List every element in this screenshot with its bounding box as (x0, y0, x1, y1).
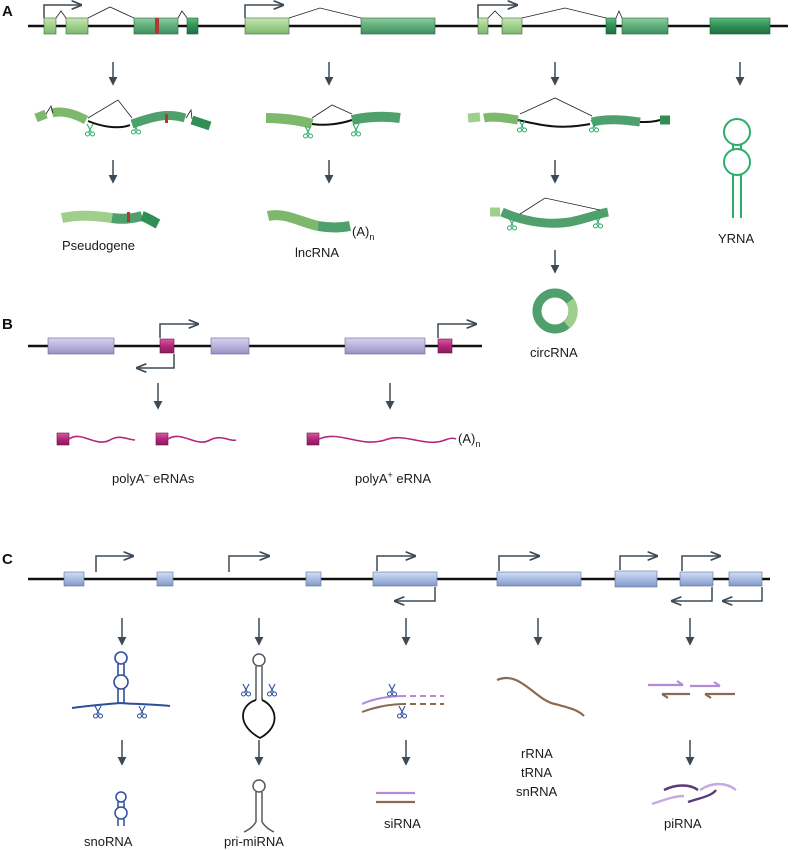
label-polyA-plus-erna: polyA+ eRNA (355, 470, 431, 486)
snorna-structure (114, 791, 128, 826)
label-circrna: circRNA (530, 345, 578, 360)
premrna-circrna (467, 97, 670, 133)
snorna-precursor (71, 651, 171, 719)
pirna-products (651, 782, 737, 806)
label-pri-mirna: pri-miRNA (224, 834, 284, 849)
mature-lncrna (266, 210, 351, 233)
sirna-duplex (376, 791, 415, 804)
premrna-pseudogene (34, 99, 212, 137)
lncrna-polya-tail: (A)n (352, 224, 374, 242)
label-snrna: snRNA (516, 784, 558, 799)
gene-yrna (709, 17, 771, 35)
pri-mirna-structure (243, 779, 275, 833)
label-rrna: rRNA (521, 746, 553, 761)
gene-pseudogene (43, 5, 199, 35)
arrows-c-row1 (117, 618, 695, 646)
label-sirna: siRNA (384, 816, 421, 831)
enhancer-genes (47, 324, 475, 368)
label-pirna: piRNA (664, 816, 702, 831)
gene-circrna (477, 5, 669, 35)
label-lncrna: lncRNA (295, 245, 339, 260)
label-snorna: snoRNA (84, 834, 133, 849)
premrna-lncrna (265, 104, 401, 139)
circrna-intermediate (490, 197, 609, 231)
mature-pseudogene (60, 210, 161, 229)
label-pseudogene: Pseudogene (62, 238, 135, 253)
circrna-ring (532, 288, 578, 334)
pri-mirna-precursor (240, 653, 278, 740)
erna-polya-tail: (A)n (458, 431, 480, 449)
panel-label-b: B (2, 316, 13, 333)
panel-label-a: A (2, 3, 13, 20)
sirna-precursor (361, 683, 444, 719)
pirna-precursor (648, 680, 735, 699)
yrna-structure (723, 118, 751, 218)
gene-lncrna (244, 5, 436, 35)
rrna-transcript (496, 676, 585, 717)
arrows-a-row1 (108, 62, 745, 86)
arrows-a-row2 (108, 160, 560, 184)
ncrna-genes (63, 556, 763, 601)
erna-transcripts (56, 432, 457, 446)
panel-label-c: C (2, 551, 13, 568)
label-polyA-minus-erna: polyA– eRNAs (112, 470, 195, 486)
label-trna: tRNA (521, 765, 552, 780)
label-yrna: YRNA (718, 231, 754, 246)
arrows-c-row2 (117, 740, 695, 766)
arrows-b (153, 383, 395, 410)
